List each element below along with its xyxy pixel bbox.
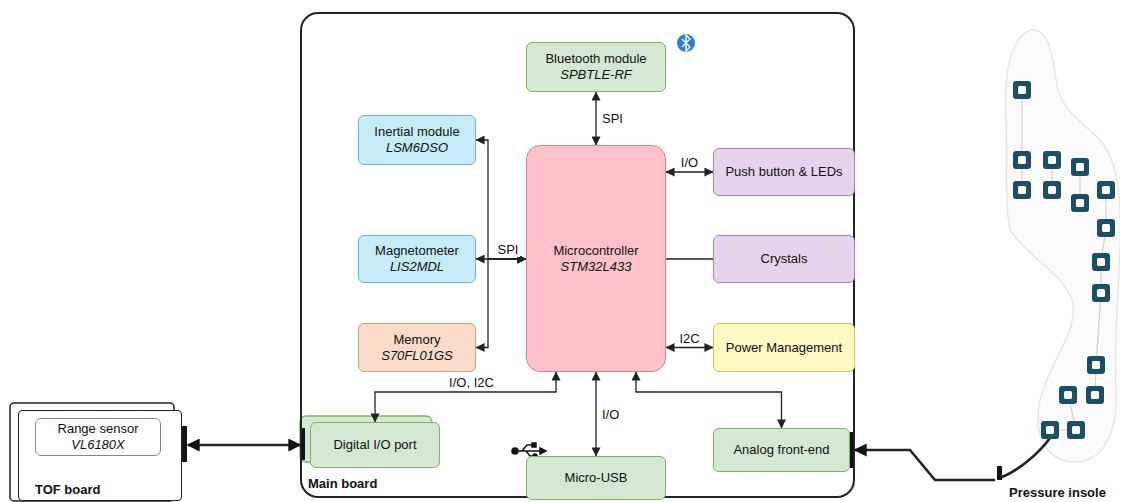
box-label: Micro-USB — [565, 470, 628, 486]
module-box: Push button & LEDs — [713, 148, 855, 196]
box-label: Magnetometer — [375, 243, 459, 259]
box-label: Bluetooth module — [545, 51, 646, 67]
tof-plug — [182, 426, 187, 462]
bus-label: I2C — [677, 331, 701, 346]
connector — [666, 347, 713, 348]
connector — [595, 92, 596, 145]
bus-label: I/O — [600, 407, 621, 422]
connector — [595, 372, 596, 456]
board-card: TOF board Range sensorVL6180X — [18, 410, 182, 501]
part-number: LSM6DSO — [386, 140, 448, 156]
part-number: VL6180X — [71, 437, 125, 453]
board-outline: Main board Bluetooth moduleSPBTLE-RF Inert… — [300, 12, 855, 498]
part-number: S70FL01GS — [381, 348, 453, 364]
module-box: MemoryS70FL01GS — [358, 323, 476, 372]
insole-node: Pressure insole — [995, 0, 1120, 502]
part-number: SPBTLE-RF — [560, 67, 632, 83]
module-box: MagnetometerLIS2MDL — [358, 235, 476, 283]
bus-label: I/O, I2C — [447, 375, 496, 390]
module-box: Crystals — [713, 235, 855, 283]
box-label: Analog front-end — [733, 442, 829, 458]
module-box: Power Management — [713, 323, 855, 372]
module-box: Micro-USB — [526, 456, 666, 500]
part-number: STM32L433 — [561, 259, 632, 275]
box-label: Range sensor — [58, 421, 139, 437]
module-box: Analog front-end — [713, 428, 850, 472]
box-label: Pressure insole — [1009, 485, 1106, 501]
module-box: Inertial moduleLSM6DSO — [358, 115, 476, 165]
connector — [188, 444, 300, 447]
controller-box: MicrocontrollerSTM32L433 — [526, 145, 666, 372]
box-label: Microcontroller — [553, 243, 638, 259]
box-label: Power Management — [726, 340, 842, 356]
connector — [666, 171, 713, 172]
insole-drawing — [995, 0, 1120, 480]
connector — [855, 450, 995, 480]
box-label: Push button & LEDs — [725, 164, 842, 180]
bus-label: I/O — [679, 155, 700, 170]
module-box: Bluetooth moduleSPBTLE-RF — [526, 42, 666, 92]
module-box: Digital I/O port — [310, 422, 440, 468]
box-label: Digital I/O port — [333, 437, 416, 453]
connector — [666, 258, 713, 259]
module-box: Range sensorVL6180X — [35, 418, 161, 456]
connector — [636, 372, 782, 428]
connector — [375, 372, 556, 422]
connector — [476, 140, 526, 259]
part-number: LIS2MDL — [390, 259, 444, 275]
box-label: Crystals — [761, 251, 808, 267]
box-label: Memory — [394, 332, 441, 348]
box-label: Main board — [308, 476, 377, 492]
box-label: Inertial module — [374, 124, 459, 140]
box-label: TOF board — [35, 482, 100, 498]
connector — [476, 259, 526, 348]
bus-label: SPI — [600, 111, 625, 126]
bluetooth-icon — [677, 34, 695, 52]
bus-label: SPI — [496, 242, 521, 257]
